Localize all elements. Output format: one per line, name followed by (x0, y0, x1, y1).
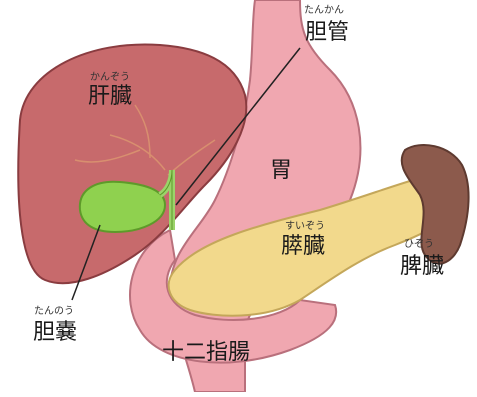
gallbladder-label: 胆嚢 (33, 322, 77, 344)
bile-duct-label: 胆管 (305, 22, 349, 44)
pancreas-label: 膵臓 (281, 236, 325, 258)
liver-reading: かんぞう (90, 73, 130, 83)
gallbladder-reading: たんのう (34, 307, 74, 317)
gallbladder (80, 182, 165, 232)
liver-label: 肝臓 (88, 86, 132, 108)
pancreas-reading: すいぞう (285, 222, 325, 232)
bile-duct-reading: たんかん (304, 6, 344, 16)
stomach-label: 胃 (270, 160, 292, 182)
duodenum-label: 十二指腸 (162, 342, 250, 364)
spleen-label: 脾臓 (400, 256, 444, 278)
spleen-reading: ひぞう (404, 240, 434, 250)
